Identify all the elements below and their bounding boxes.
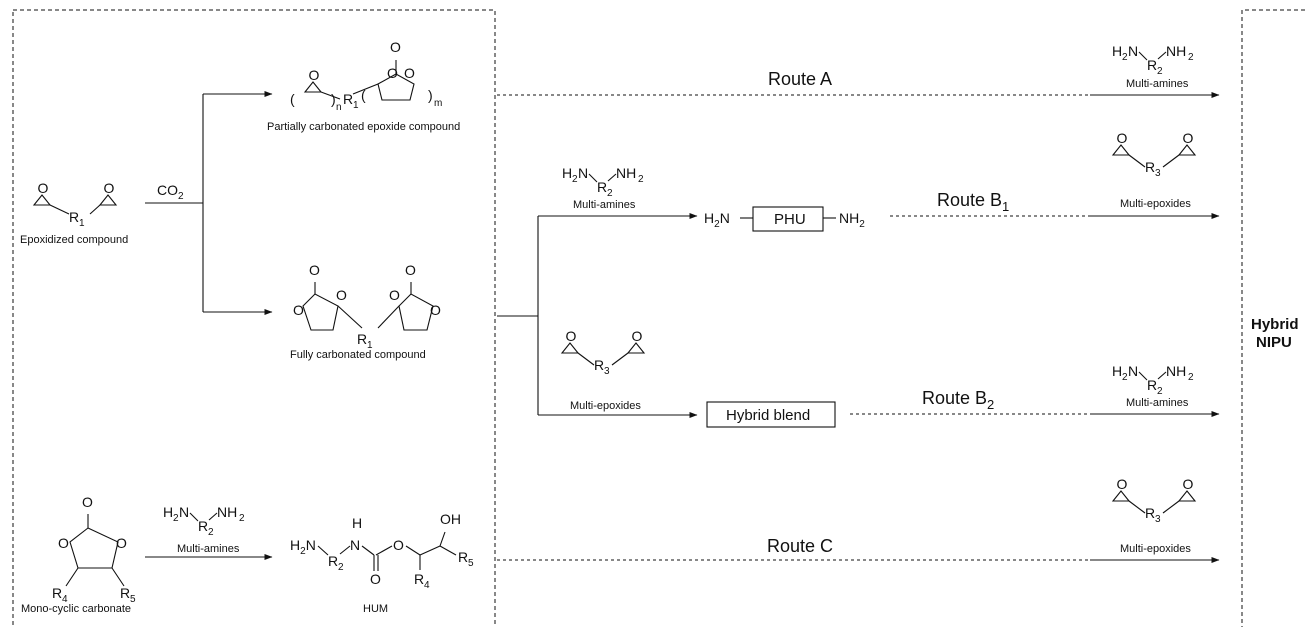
svg-text:O: O — [58, 535, 69, 551]
co2-branch-arrows — [145, 91, 273, 315]
multi-amines-label: Multi-amines — [573, 199, 636, 211]
svg-text:O: O — [309, 262, 320, 278]
svg-text:O: O — [393, 537, 404, 553]
svg-text:1: 1 — [353, 100, 359, 111]
multi-amines-structure — [162, 503, 246, 539]
multi-amines-label: Multi-amines — [177, 543, 240, 555]
hum-label: HUM — [363, 603, 388, 615]
svg-text:H2N: H2N — [290, 537, 316, 557]
hybrid-label: Hybrid — [1251, 316, 1299, 333]
svg-text:(: ( — [290, 91, 295, 107]
multi-amines-structure — [1111, 42, 1195, 78]
svg-text:H: H — [352, 515, 362, 531]
svg-text:(: ( — [361, 87, 366, 103]
product-frame — [1241, 9, 1308, 627]
phu-structure: H2N PHU NH2 — [704, 206, 865, 232]
multi-amines-label: Multi-amines — [1126, 78, 1189, 90]
route-b2-label: Route B2 — [922, 388, 994, 412]
svg-text:4: 4 — [424, 580, 430, 591]
svg-text:R: R — [458, 549, 468, 565]
svg-text:R: R — [414, 571, 424, 587]
svg-text:R: R — [120, 585, 130, 601]
svg-text:2: 2 — [338, 562, 344, 573]
svg-text:H2N: H2N — [704, 210, 730, 230]
hybrid-blend-label: Hybrid blend — [726, 407, 810, 424]
svg-text:NH2: NH2 — [839, 210, 865, 230]
multi-epoxides-structure — [562, 328, 644, 377]
phu-label: PHU — [774, 211, 806, 228]
svg-text:O: O — [404, 65, 415, 81]
multi-amines-structure — [561, 164, 645, 200]
svg-text:O: O — [116, 535, 127, 551]
svg-text:O: O — [430, 302, 441, 318]
svg-text:N: N — [350, 537, 360, 553]
svg-text:4: 4 — [62, 594, 68, 605]
hybrid-blend-box — [706, 401, 836, 428]
svg-text:O: O — [370, 571, 381, 587]
svg-text:OH: OH — [440, 511, 461, 527]
svg-text:O: O — [390, 39, 401, 55]
multi-epoxides-structure — [1113, 130, 1195, 179]
svg-text:5: 5 — [468, 558, 474, 569]
partially-carbonated-label: Partially carbonated epoxide compound — [267, 121, 460, 133]
epoxidized-compound-structure: R 1 — [33, 179, 117, 229]
svg-text:O: O — [336, 287, 347, 303]
multi-epoxides-label: Multi-epoxides — [1120, 198, 1191, 210]
multi-epoxides-label: Multi-epoxides — [1120, 543, 1191, 555]
phu-box — [752, 206, 824, 232]
svg-text:O: O — [389, 287, 400, 303]
svg-text:1: 1 — [367, 340, 373, 351]
svg-text:n: n — [336, 102, 342, 113]
multi-amines-label: Multi-amines — [1126, 397, 1189, 409]
co2-reagent: CO2 — [157, 182, 184, 202]
svg-text:1: 1 — [79, 218, 85, 229]
svg-text:5: 5 — [130, 594, 136, 605]
svg-text:R: R — [357, 331, 367, 347]
nipu-label: NIPU — [1256, 334, 1292, 351]
svg-text:O: O — [405, 262, 416, 278]
mono-cyclic-carbonate-structure: O O O R 4 R 5 — [52, 494, 136, 605]
route-b1-label: Route B1 — [937, 190, 1009, 214]
mono-cyclic-carbonate-label: Mono-cyclic carbonate — [21, 603, 131, 615]
fully-carbonated-structure: O O O O O O R 1 — [293, 262, 441, 351]
svg-text:R: R — [69, 209, 79, 225]
svg-text:m: m — [434, 98, 442, 109]
route-a-label: Route A — [768, 69, 832, 89]
fully-carbonated-label: Fully carbonated compound — [290, 349, 426, 361]
svg-text:O: O — [387, 65, 398, 81]
svg-text:R: R — [343, 91, 353, 107]
reactants-frame — [12, 9, 496, 627]
middle-branch-arrows — [497, 213, 698, 418]
multi-epoxides-structure — [1113, 476, 1195, 525]
multi-epoxides-label: Multi-epoxides — [570, 400, 641, 412]
partially-carbonated-structure: ( ) n R 1 ( O O O ) m — [290, 39, 442, 113]
svg-text:O: O — [82, 494, 93, 510]
multi-amines-structure — [1111, 362, 1195, 398]
route-c-label: Route C — [767, 536, 833, 556]
svg-text:): ) — [331, 91, 336, 107]
svg-text:R: R — [52, 585, 62, 601]
epoxidized-compound-label: Epoxidized compound — [20, 234, 128, 246]
svg-text:): ) — [428, 87, 433, 103]
svg-text:R: R — [328, 553, 338, 569]
svg-text:O: O — [293, 302, 304, 318]
hum-structure: H2N R 2 N H O O R 4 OH R 5 — [290, 511, 474, 591]
